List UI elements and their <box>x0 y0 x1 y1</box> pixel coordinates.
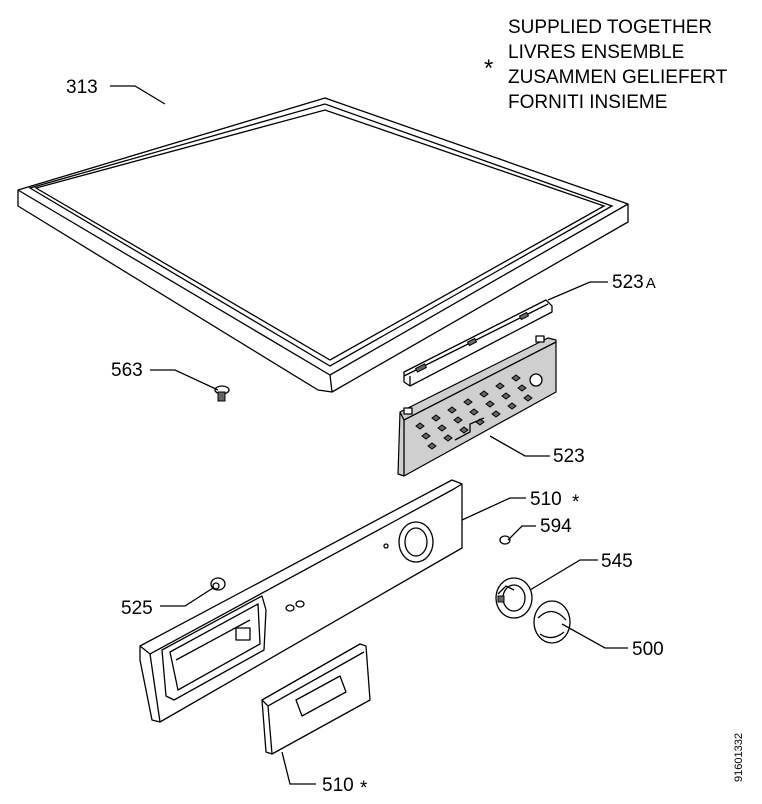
label-510-top: 510 <box>530 489 562 510</box>
pcb-hole <box>431 414 441 422</box>
note-asterisk: * <box>484 55 493 82</box>
control-board-523 <box>397 335 557 477</box>
label-545: 545 <box>601 551 633 572</box>
label-563: 563 <box>111 360 143 381</box>
pcb-hole <box>479 390 489 398</box>
label-510-top-star: * <box>572 492 580 513</box>
note-line-1: SUPPLIED TOGETHER <box>508 17 712 38</box>
knob-base-545 <box>495 577 533 619</box>
pcb-hole <box>485 400 495 408</box>
pcb-hole <box>469 408 479 416</box>
leader-lines <box>110 85 628 785</box>
label-525: 525 <box>121 598 153 619</box>
pcb-hole <box>507 402 517 410</box>
pcb-hole <box>453 416 463 424</box>
light-594 <box>499 535 511 545</box>
note-line-3: ZUSAMMEN GELIEFERT <box>508 67 728 88</box>
supplied-together-note: * SUPPLIED TOGETHER LIVRES ENSEMBLE ZUSA… <box>484 17 728 113</box>
pcb-hole <box>501 392 511 400</box>
pcb-holes <box>415 374 533 450</box>
pcb-hole <box>421 432 431 440</box>
pcb-hole <box>447 406 457 414</box>
pcb-hole <box>517 384 527 392</box>
label-523a-suffix: A <box>646 275 656 292</box>
label-313: 313 <box>66 77 98 98</box>
document-id: 91601332 <box>733 733 745 782</box>
pcb-hole <box>427 442 437 450</box>
note-line-4: FORNITI INSIEME <box>508 92 667 113</box>
pcb-hole <box>495 382 505 390</box>
pcb-hole <box>491 410 501 418</box>
pcb-hole <box>437 424 447 432</box>
note-line-2: LIVRES ENSEMBLE <box>508 42 684 63</box>
drawer-front-510 <box>261 643 371 755</box>
label-500: 500 <box>632 639 664 660</box>
label-523: 523 <box>553 446 585 467</box>
knob-500 <box>533 600 571 644</box>
label-523a-number: 523 <box>612 272 644 293</box>
pcb-hole <box>463 398 473 406</box>
pcb-hole <box>459 426 469 434</box>
indicator-525 <box>210 577 226 591</box>
strip-523a <box>403 299 553 387</box>
front-panel-510 <box>139 479 463 723</box>
pcb-hole <box>523 394 533 402</box>
label-510-bottom: 510 <box>322 775 354 796</box>
top-lid <box>17 97 629 393</box>
pcb-hole <box>443 434 453 442</box>
screw-563 <box>214 385 230 402</box>
pcb-hole <box>415 422 425 430</box>
label-510-bottom-star: * <box>360 778 368 799</box>
label-594: 594 <box>540 516 572 537</box>
pcb-hole <box>511 374 521 382</box>
